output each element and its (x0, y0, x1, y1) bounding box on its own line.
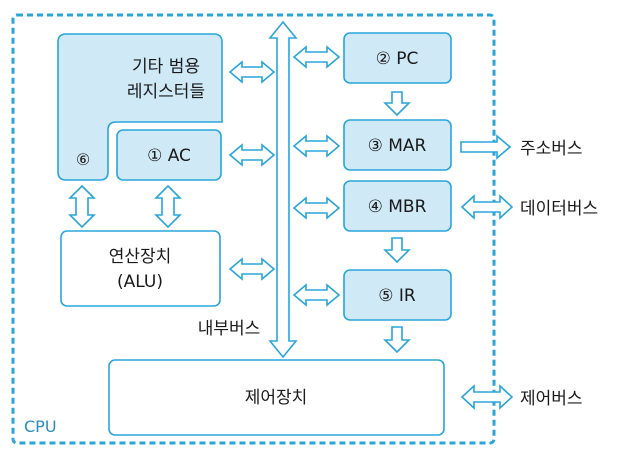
mar-label: ③ MAR (368, 136, 427, 156)
ac-alu-arrow (154, 184, 182, 229)
mbr-ir-arrow (383, 237, 411, 264)
data-bus-arrow (460, 194, 514, 220)
control-bus-label: 제어버스 (520, 389, 583, 409)
pc-mar-arrow (383, 91, 411, 117)
mar-block (343, 119, 452, 171)
alu-label-line2: (ALU) (117, 272, 163, 292)
mbr-label: ④ MBR (368, 197, 427, 217)
ac-block (116, 129, 222, 181)
ir-block (343, 269, 452, 321)
ac-bus-arrow (228, 143, 276, 167)
address-bus-arrow (460, 134, 512, 160)
bus-ir-arrow (292, 283, 341, 307)
data-bus-label: 데이터버스 (520, 199, 598, 219)
internal-bus-arrow (268, 20, 298, 359)
mbr-block (343, 180, 452, 232)
pc-block (343, 32, 452, 84)
alu-label-line1: 연산장치 (109, 247, 172, 267)
bus-mar-arrow (292, 134, 341, 158)
control-unit-label: 제어장치 (245, 388, 308, 408)
control-unit-block (108, 359, 445, 436)
registers-alu-arrow (68, 184, 96, 229)
pc-label: ② PC (376, 49, 419, 69)
bus-mbr-arrow (292, 196, 341, 220)
alu-block (60, 230, 221, 307)
bus-pc-arrow (292, 45, 341, 69)
registers-bus-arrow (228, 60, 276, 84)
alu-bus-arrow (228, 257, 276, 281)
ir-control-arrow (383, 326, 411, 354)
internal-bus-label: 내부버스 (198, 319, 261, 339)
general-registers-label-line1: 기타 범용 (132, 57, 200, 77)
control-bus-arrow (460, 384, 514, 410)
general-registers-number: ⑥ (76, 150, 90, 169)
address-bus-label: 주소버스 (520, 139, 583, 159)
general-registers-label-line2: 레지스터들 (127, 82, 205, 102)
cpu-label: CPU (24, 417, 57, 436)
general-registers-block (57, 33, 223, 181)
cpu-boundary (11, 13, 496, 445)
ir-label: ⑤ IR (378, 286, 416, 306)
ac-label: ① AC (147, 146, 191, 166)
